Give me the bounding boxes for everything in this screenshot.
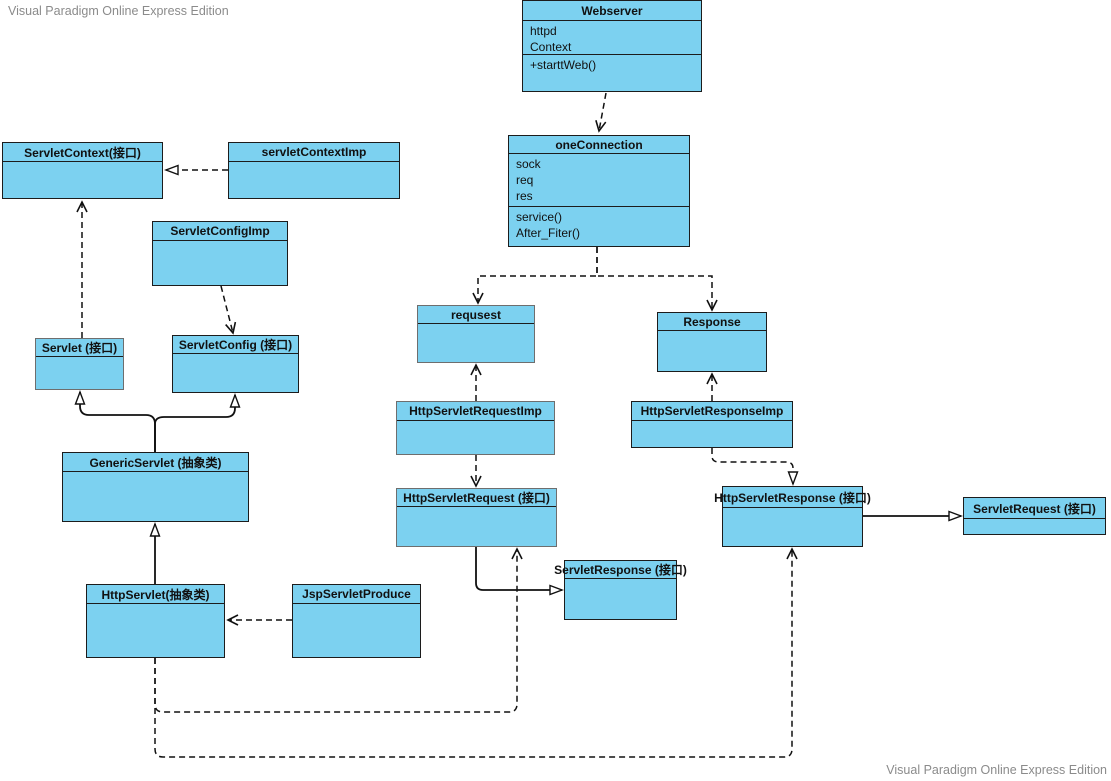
class-oneConnection[interactable]: oneConnection sock req res service() After_Fi… bbox=[508, 135, 690, 247]
connector-httpServlet-httpServletResponse[interactable] bbox=[154, 547, 798, 758]
class-title: oneConnection bbox=[509, 136, 689, 154]
connector-httpServletRequest-servletResponse[interactable] bbox=[475, 547, 562, 590]
class-body bbox=[964, 519, 1105, 534]
class-jspServletProduce[interactable]: JspServletProduce bbox=[292, 584, 421, 658]
class-title: HttpServlet(抽象类) bbox=[87, 585, 224, 604]
class-title: ServletConfig (接口) bbox=[173, 336, 298, 354]
connector-genericServlet-servlet[interactable] bbox=[80, 392, 156, 452]
class-body bbox=[153, 241, 287, 285]
class-httpServletRequest[interactable]: HttpServletRequest (接口) bbox=[396, 488, 557, 547]
connector-webserver-oneConnection[interactable] bbox=[595, 92, 607, 133]
class-title: servletContextImp bbox=[229, 143, 399, 162]
class-title: Servlet (接口) bbox=[36, 339, 123, 357]
class-servletRequest[interactable]: ServletRequest (接口) bbox=[963, 497, 1106, 535]
method: After_Fiter() bbox=[516, 226, 581, 240]
connector-oneConnection-requsest[interactable] bbox=[472, 247, 598, 305]
class-httpServletRequestImp[interactable]: HttpServletRequestImp bbox=[396, 401, 555, 455]
class-requsest[interactable]: requsest bbox=[417, 305, 535, 363]
class-body bbox=[229, 162, 399, 198]
class-body bbox=[36, 357, 123, 389]
class-title: HttpServletResponse (接口) bbox=[714, 487, 871, 508]
class-servletConfig[interactable]: ServletConfig (接口) bbox=[172, 335, 299, 393]
connector-oneConnection-response[interactable] bbox=[596, 247, 718, 312]
class-title: ServletContext(接口) bbox=[3, 143, 162, 162]
method: service() bbox=[516, 210, 563, 224]
class-title: GenericServlet (抽象类) bbox=[63, 453, 248, 472]
connector-genericServlet-servletConfig[interactable] bbox=[154, 395, 235, 452]
class-body bbox=[397, 421, 554, 454]
class-body bbox=[173, 354, 298, 392]
class-body bbox=[632, 421, 792, 447]
class-httpServletResponse[interactable]: HttpServletResponse (接口) bbox=[714, 486, 871, 547]
class-title: HttpServletRequest (接口) bbox=[397, 489, 556, 507]
class-title: Response bbox=[658, 313, 766, 331]
class-servletResponse[interactable]: ServletResponse (接口) bbox=[554, 560, 687, 620]
method: +starttWeb() bbox=[530, 58, 597, 72]
attribute: res bbox=[516, 189, 533, 203]
class-body bbox=[565, 579, 676, 619]
connector-servletConfigImp-servletConfig[interactable] bbox=[220, 285, 237, 335]
attribute: httpd bbox=[530, 24, 557, 38]
class-servletContextImp[interactable]: servletContextImp bbox=[228, 142, 400, 199]
connector-httpServletResponseImp-httpServletResponse[interactable] bbox=[711, 448, 793, 484]
class-title: ServletConfigImp bbox=[153, 222, 287, 241]
attribute: Context bbox=[530, 40, 572, 54]
class-title: Webserver bbox=[523, 1, 701, 21]
class-methods: service() After_Fiter() bbox=[509, 207, 689, 246]
class-title: requsest bbox=[418, 306, 534, 324]
class-title: HttpServletResponseImp bbox=[632, 402, 792, 421]
attribute: req bbox=[516, 173, 534, 187]
class-title: HttpServletRequestImp bbox=[397, 402, 554, 421]
class-response[interactable]: Response bbox=[657, 312, 767, 372]
class-body bbox=[63, 472, 248, 521]
class-servletContext[interactable]: ServletContext(接口) bbox=[2, 142, 163, 199]
attribute: sock bbox=[516, 157, 541, 171]
class-body bbox=[87, 604, 224, 657]
class-title: ServletResponse (接口) bbox=[554, 563, 687, 579]
class-attributes: sock req res bbox=[509, 154, 689, 207]
class-title: JspServletProduce bbox=[293, 585, 420, 604]
watermark-bottom-right: Visual Paradigm Online Express Edition bbox=[886, 763, 1107, 777]
class-body bbox=[418, 324, 534, 362]
class-methods: +starttWeb() bbox=[523, 55, 701, 91]
watermark-top-left: Visual Paradigm Online Express Edition bbox=[8, 4, 229, 18]
class-body bbox=[658, 331, 766, 371]
class-genericServlet[interactable]: GenericServlet (抽象类) bbox=[62, 452, 249, 522]
class-body bbox=[397, 507, 556, 546]
class-servletConfigImp[interactable]: ServletConfigImp bbox=[152, 221, 288, 286]
class-body bbox=[293, 604, 420, 657]
class-httpServletResponseImp[interactable]: HttpServletResponseImp bbox=[631, 401, 793, 448]
class-title: ServletRequest (接口) bbox=[964, 498, 1105, 519]
class-body bbox=[3, 162, 162, 198]
class-servlet[interactable]: Servlet (接口) bbox=[35, 338, 124, 390]
class-body bbox=[723, 508, 862, 546]
class-httpServlet[interactable]: HttpServlet(抽象类) bbox=[86, 584, 225, 658]
